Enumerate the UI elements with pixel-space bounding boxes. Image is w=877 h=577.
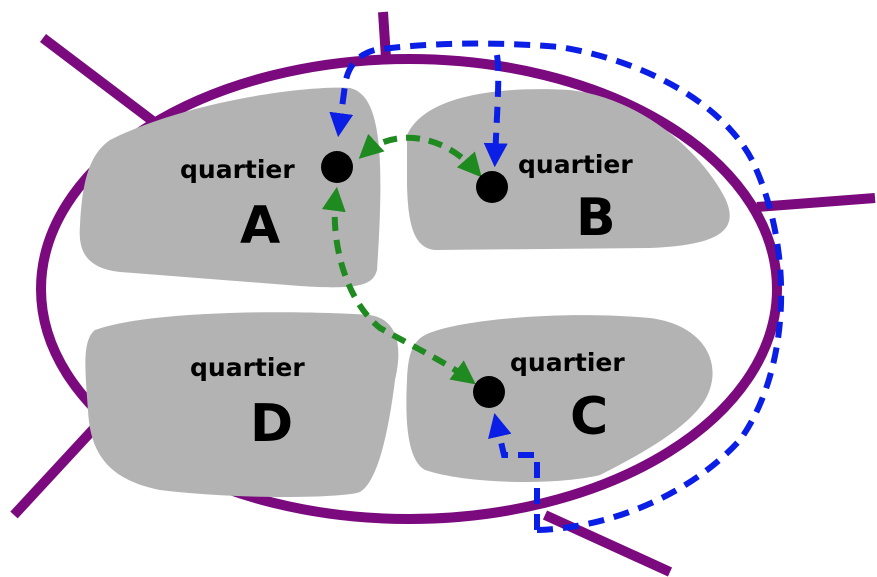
internal-route-a-c — [321, 186, 476, 385]
district-d-letter: D — [250, 394, 293, 454]
district-a-letter: A — [240, 196, 280, 256]
radial-roads — [10, 11, 876, 577]
external-route-branch-b — [483, 54, 508, 168]
district-b-shape — [407, 89, 730, 250]
internal-route-a-b — [358, 133, 482, 178]
external-route — [329, 40, 785, 533]
district-c-letter: C — [570, 387, 608, 447]
node-b — [476, 171, 508, 203]
district-a-word: quartier — [180, 155, 295, 184]
node-a — [321, 151, 353, 183]
internal-routes — [321, 133, 482, 385]
road-northwest — [39, 34, 162, 129]
node-c — [473, 376, 505, 408]
district-a-shape — [79, 87, 381, 288]
district-d-shape — [85, 312, 399, 497]
district-c-shape — [406, 315, 713, 482]
road-east — [756, 193, 876, 212]
district-c-word: quartier — [510, 348, 625, 377]
road-southwest — [10, 418, 104, 519]
road-south — [542, 510, 673, 577]
district-b-letter: B — [576, 188, 616, 248]
external-route-branch-c — [488, 412, 540, 530]
district-b-word: quartier — [518, 150, 633, 179]
ring-road — [36, 54, 782, 524]
district-d-word: quartier — [190, 353, 305, 382]
